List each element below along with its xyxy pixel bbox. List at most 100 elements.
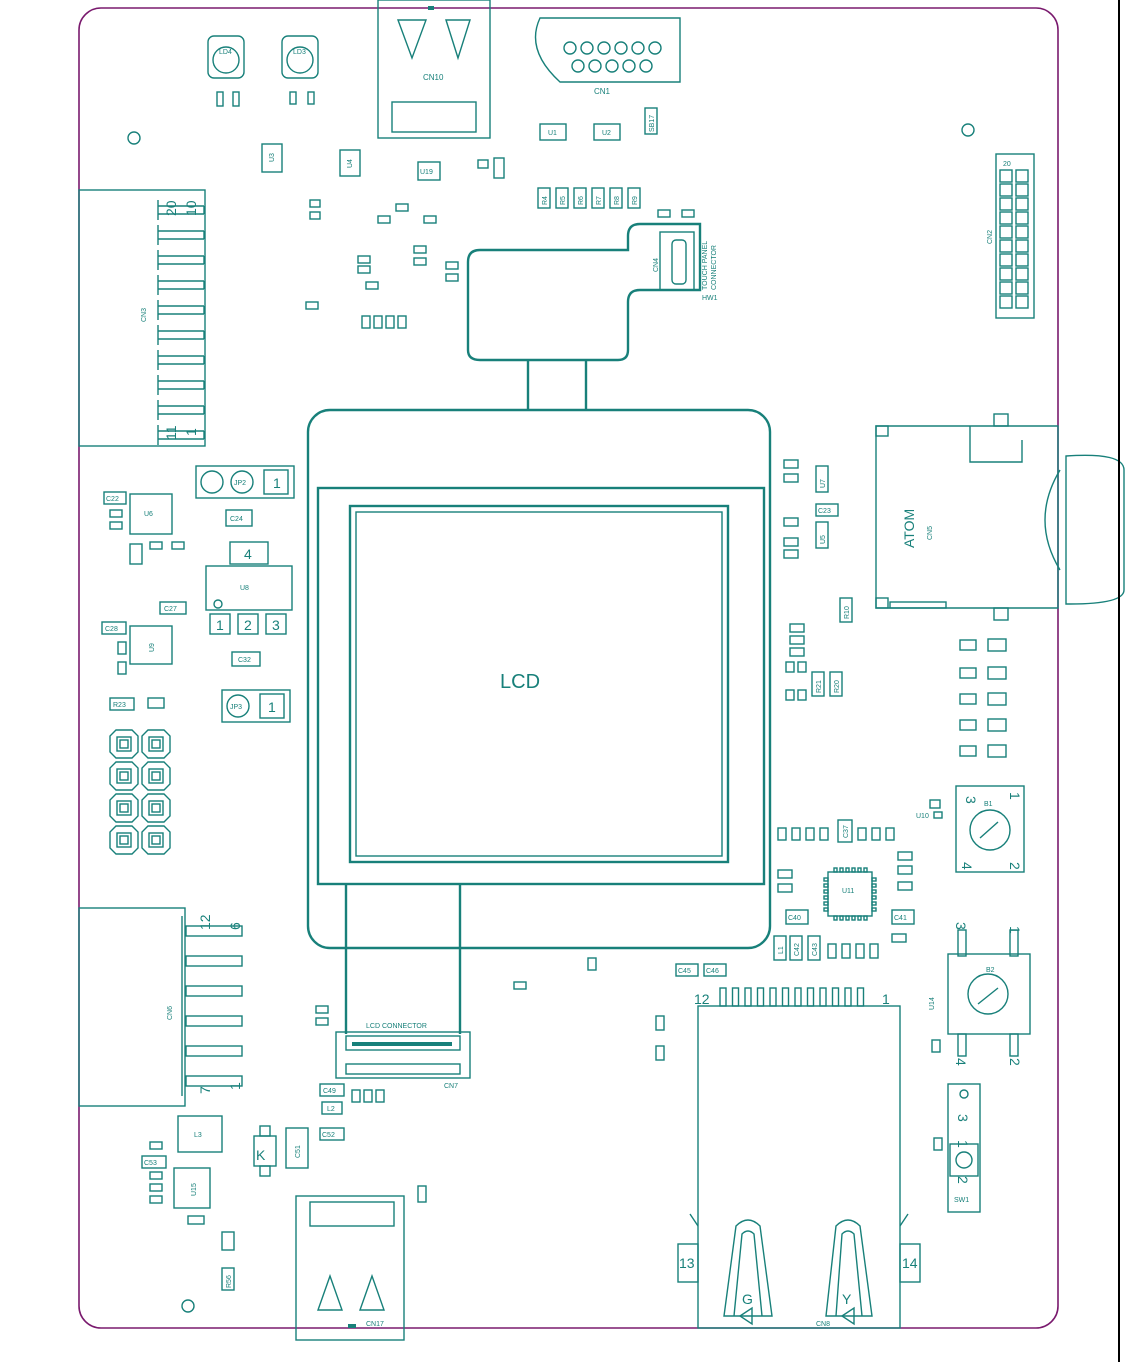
u11-pin xyxy=(845,867,850,873)
cn2-pin xyxy=(1015,197,1029,211)
u10-label: U10 xyxy=(916,813,929,820)
header-pin xyxy=(151,771,161,781)
jp2-label: JP2 xyxy=(234,480,246,487)
c27-label: C27 xyxy=(164,606,177,613)
r6-label: R6 xyxy=(578,196,585,205)
pin-header-2x4 xyxy=(109,729,171,855)
cn8-pin13-label: 13 xyxy=(679,1255,695,1271)
connector-cn3: CN3 20 10 11 1 xyxy=(78,189,206,447)
scrollbar[interactable] xyxy=(1118,0,1120,1362)
header-pin xyxy=(148,800,164,816)
cn2-pin xyxy=(999,211,1013,225)
mounting-hole xyxy=(961,123,975,137)
u1-label: U1 xyxy=(548,130,557,137)
b1-label: B1 xyxy=(984,801,993,808)
header-pin xyxy=(141,825,171,855)
r7-label: R7 xyxy=(596,196,603,205)
cn8-pin1-label: 1 xyxy=(882,991,890,1007)
header-pin xyxy=(151,739,161,749)
diode-d1: K xyxy=(253,1125,277,1177)
header-pin xyxy=(109,761,139,791)
u2-label: U2 xyxy=(602,130,611,137)
header-pin xyxy=(109,793,139,823)
sw1-pin2-label: 2 xyxy=(955,1176,971,1184)
led-ld3: LD3 xyxy=(281,35,319,105)
passive xyxy=(897,865,913,875)
led-resistor-stack xyxy=(959,638,1007,758)
cn6-pin12-label: 12 xyxy=(197,914,213,930)
sd-card-connector-cn5: ATOM CN5 xyxy=(875,413,1125,621)
cn8-pin xyxy=(756,987,765,1007)
b1-pin4-label: 4 xyxy=(959,862,975,870)
c23-label: C23 xyxy=(818,508,831,515)
c42-label: C42 xyxy=(794,943,801,956)
u11-pin xyxy=(863,915,868,921)
header-pin xyxy=(116,736,132,752)
hw1-label: HW1 xyxy=(702,295,718,302)
cn2-pin xyxy=(1015,183,1029,197)
jp3-label: JP3 xyxy=(230,704,242,711)
cn2-pin xyxy=(999,169,1013,183)
ic-u4: U4 xyxy=(339,149,361,177)
ic-u7: U7 xyxy=(815,465,829,493)
b1-pin2-label: 2 xyxy=(1007,862,1023,870)
c51-label: C51 xyxy=(295,1145,302,1158)
u11-pin xyxy=(871,883,877,888)
r56-label: R56 xyxy=(226,1275,233,1288)
header-pin xyxy=(119,771,129,781)
cn8-pin xyxy=(769,987,777,1007)
u11-pin xyxy=(851,867,856,873)
lcd-connector-label: LCD CONNECTOR xyxy=(366,1023,427,1030)
cn5-label: CN5 xyxy=(927,526,934,540)
u19-label: U19 xyxy=(420,169,433,176)
header-pin xyxy=(141,793,171,823)
jp2-pin1-label: 1 xyxy=(273,475,281,491)
resistor xyxy=(959,667,977,679)
b2-pin1-label: 1 xyxy=(1007,926,1023,934)
usb-connector-cn17: CN17 xyxy=(295,1195,405,1341)
u11-pin xyxy=(845,915,850,921)
switch-sw1: 3 1 2 SW1 xyxy=(933,1083,981,1213)
mounting-hole xyxy=(181,1299,195,1313)
cn8-pin xyxy=(856,987,865,1007)
u11-pin xyxy=(863,867,868,873)
cn6-pin xyxy=(185,925,243,937)
ic-u11: U11 xyxy=(823,867,877,921)
header-pin xyxy=(116,800,132,816)
connector-cn6: CN6 12 6 7 1 xyxy=(78,907,243,1107)
l1-label: L1 xyxy=(778,946,785,954)
header-pin xyxy=(151,803,161,813)
resistor xyxy=(959,745,977,757)
u11-pin xyxy=(871,889,877,894)
b2-pin4-label: 4 xyxy=(953,1058,969,1066)
u4-label: U4 xyxy=(347,159,354,168)
dsub-connector-cn1: CN1 xyxy=(534,17,681,96)
r21-label: R21 xyxy=(816,680,823,693)
header-pin xyxy=(119,835,129,845)
passive xyxy=(777,869,793,879)
board-outline xyxy=(78,7,1059,1329)
lcd-connector-cn7: LCD CONNECTOR CN7 xyxy=(335,1023,471,1090)
u15-label: U15 xyxy=(191,1183,198,1196)
passive xyxy=(777,827,787,841)
u8-label: U8 xyxy=(240,585,249,592)
cn6-pin xyxy=(185,985,243,997)
cn17-label: CN17 xyxy=(366,1321,384,1328)
cn6-pin7-label: 7 xyxy=(197,1086,213,1094)
c49-label: C49 xyxy=(323,1088,336,1095)
cn8-pin xyxy=(831,987,840,1007)
r4-label: R4 xyxy=(542,196,549,205)
header-pin xyxy=(151,835,161,845)
cn3-pin1-label: 1 xyxy=(183,428,199,436)
ic-u9: U9 xyxy=(129,625,173,665)
sw1-pin3-label: 3 xyxy=(955,1114,971,1122)
cn10-label: CN10 xyxy=(423,73,444,82)
u11-pin xyxy=(871,877,877,882)
passive xyxy=(819,827,829,841)
svg-text:LD4: LD4 xyxy=(219,49,232,56)
led xyxy=(987,666,1007,680)
passive xyxy=(857,827,867,841)
jumper-jp3: JP3 1 xyxy=(221,689,291,723)
u7-label: U7 xyxy=(820,479,827,488)
